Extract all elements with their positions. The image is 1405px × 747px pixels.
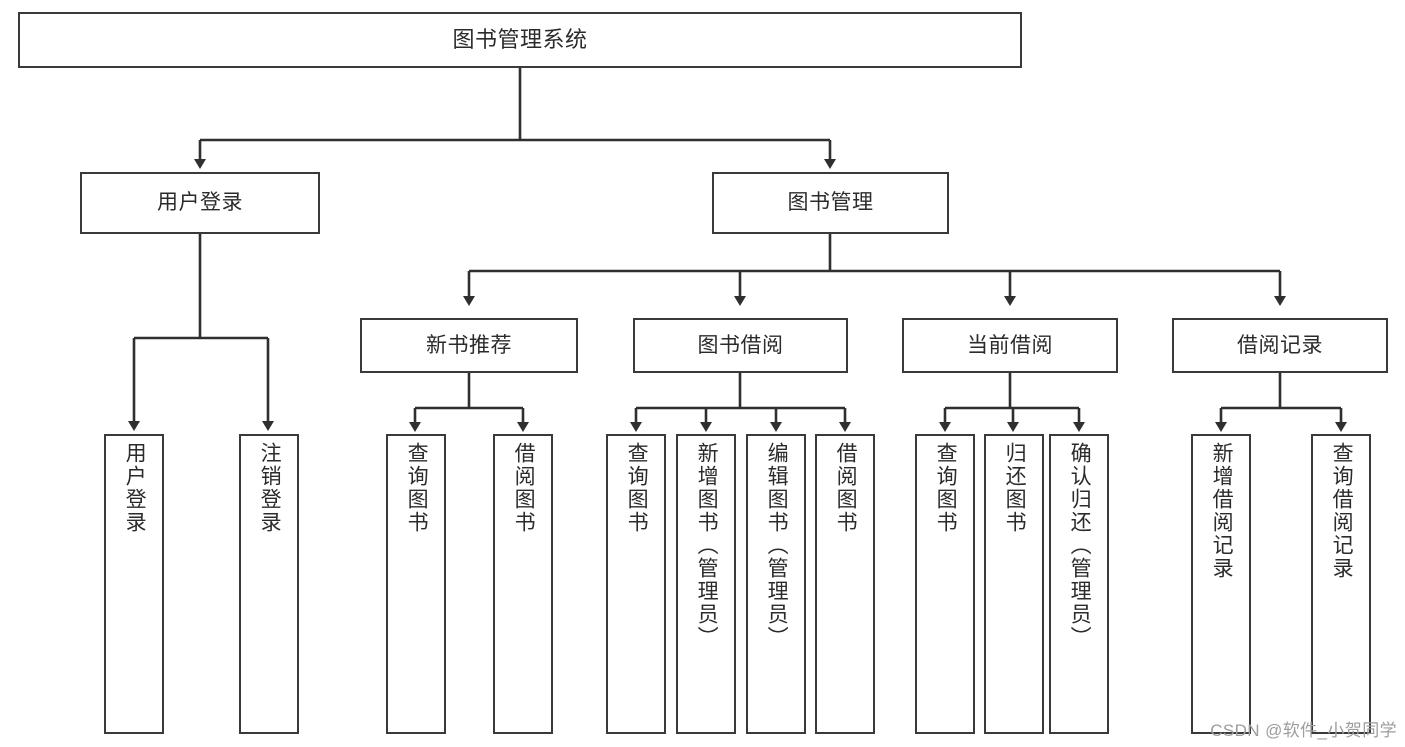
node-new-book-recommend[interactable]: 新书推荐 [360, 318, 578, 373]
node-label: 查询图书 [625, 442, 649, 534]
leaf-current-query-book[interactable]: 查询图书 [915, 434, 975, 734]
node-label: 图书借阅 [697, 333, 784, 357]
node-label: 注销登录 [258, 442, 282, 534]
leaf-borrow-query-book[interactable]: 查询图书 [606, 434, 666, 734]
leaf-borrow-edit-book-admin[interactable]: 编辑图书（管理员） [746, 434, 806, 734]
node-label: 借阅图书 [834, 442, 858, 534]
leaf-user-login[interactable]: 用户登录 [104, 434, 164, 734]
node-label: 新增图书（管理员） [695, 442, 719, 649]
node-book-management[interactable]: 图书管理 [712, 172, 949, 234]
leaf-record-query-record[interactable]: 查询借阅记录 [1311, 434, 1371, 734]
leaf-borrow-add-book-admin[interactable]: 新增图书（管理员） [676, 434, 736, 734]
node-borrow-record[interactable]: 借阅记录 [1172, 318, 1388, 373]
node-label: 确认归还（管理员） [1068, 442, 1092, 649]
node-label: 用户登录 [123, 442, 147, 534]
leaf-logout[interactable]: 注销登录 [239, 434, 299, 734]
watermark: CSDN @软件_小贺同学 [1210, 721, 1397, 740]
leaf-newbook-query-book[interactable]: 查询图书 [386, 434, 446, 734]
node-label: 图书管理 [787, 191, 874, 215]
node-book-management-system[interactable]: 图书管理系统 [18, 12, 1022, 68]
node-label: 新书推荐 [426, 333, 512, 357]
leaf-record-add-record[interactable]: 新增借阅记录 [1191, 434, 1251, 734]
node-label: 查询图书 [405, 442, 429, 534]
node-label: 用户登录 [157, 191, 243, 215]
node-user-login[interactable]: 用户登录 [80, 172, 320, 234]
leaf-current-confirm-return-admin[interactable]: 确认归还（管理员） [1049, 434, 1109, 734]
leaf-current-return-book[interactable]: 归还图书 [984, 434, 1044, 734]
node-label: 查询借阅记录 [1330, 442, 1354, 580]
node-label: 新增借阅记录 [1210, 442, 1234, 580]
node-label: 借阅图书 [512, 442, 536, 534]
leaf-borrow-borrow-book[interactable]: 借阅图书 [815, 434, 875, 734]
node-label: 借阅记录 [1237, 333, 1323, 357]
node-current-borrow[interactable]: 当前借阅 [902, 318, 1118, 373]
node-label: 归还图书 [1003, 442, 1027, 534]
node-label: 图书管理系统 [452, 26, 588, 52]
node-label: 查询图书 [934, 442, 958, 534]
node-label: 编辑图书（管理员） [765, 442, 789, 649]
node-book-borrow[interactable]: 图书借阅 [633, 318, 848, 373]
node-label: 当前借阅 [967, 333, 1053, 357]
leaf-newbook-borrow-book[interactable]: 借阅图书 [493, 434, 553, 734]
